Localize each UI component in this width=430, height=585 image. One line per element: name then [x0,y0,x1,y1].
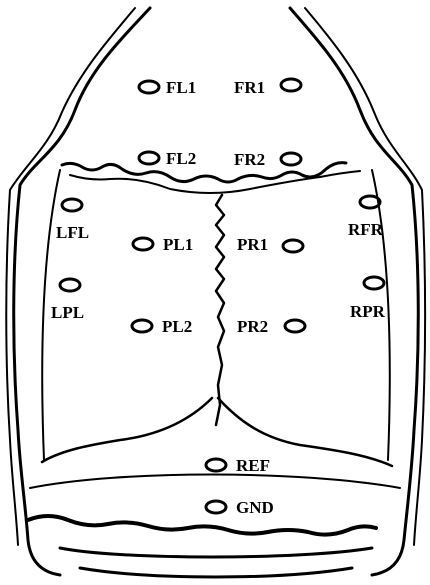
electrode-ref-label: REF [236,456,270,475]
electrode-fl2-marker [139,152,159,164]
electrode-fl2-label: FL2 [166,149,196,168]
electrode-gnd-label: GND [236,498,274,517]
electrode-lpl-label: LPL [51,303,84,322]
electrode-gnd-marker [206,501,226,513]
electrode-lfl-marker [62,199,82,211]
electrode-fr1: FR1 [234,78,301,97]
electrode-rpr-marker [364,277,384,289]
electrode-fl1-marker [139,81,159,93]
electrode-pr1: PR1 [237,235,303,254]
electrode-pr2-marker [285,320,305,332]
electrode-pl2-label: PL2 [162,317,192,336]
electrode-fr1-marker [281,79,301,91]
electrode-fr2-marker [281,153,301,165]
electrode-fr2-label: FR2 [234,150,265,169]
electrode-fr1-label: FR1 [234,78,265,97]
electrode-ref: REF [206,456,270,475]
electrode-ref-marker [206,459,226,471]
electrode-pr1-marker [283,240,303,252]
electrode-pr2: PR2 [237,317,305,336]
electrode-lpl: LPL [51,279,84,322]
electrode-fl1: FL1 [139,78,196,97]
electrode-pl2: PL2 [132,317,192,336]
electrode-rfr-marker [360,196,380,208]
skull-outline [6,8,425,577]
electrode-rpr: RPR [350,277,386,321]
electrode-rfr-label: RFR [348,220,384,239]
electrode-lfl-label: LFL [56,223,89,242]
electrode-pl1-label: PL1 [163,235,193,254]
electrode-fl2: FL2 [139,149,196,168]
electrode-pl1-marker [133,238,153,250]
electrode-fl1-label: FL1 [166,78,196,97]
electrode-pr2-label: PR2 [237,317,268,336]
electrode-lfl: LFL [56,199,89,242]
electrode-fr2: FR2 [234,150,301,169]
electrode-lpl-marker [60,279,80,291]
electrode-pr1-label: PR1 [237,235,268,254]
electrode-rpr-label: RPR [350,302,386,321]
electrode-pl1: PL1 [133,235,193,254]
electrode-gnd: GND [206,498,274,517]
electrode-pl2-marker [132,320,152,332]
